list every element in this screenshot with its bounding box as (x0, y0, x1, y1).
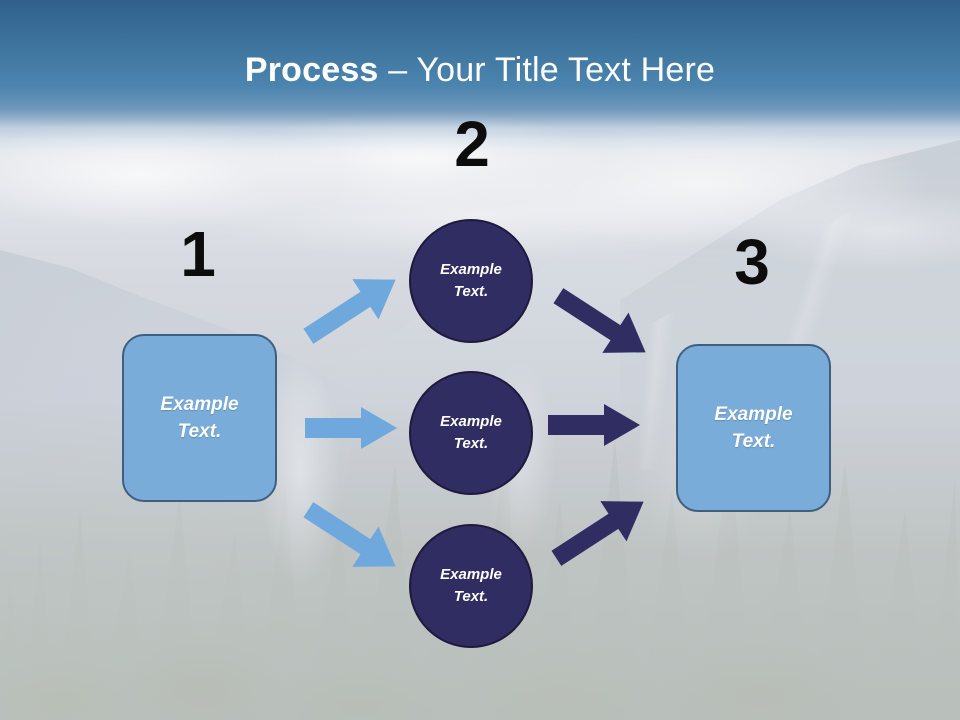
stage-2-circle-middle-line1: Example (440, 413, 502, 430)
page-title-bold: Process (244, 51, 379, 89)
stage-2-circle-top-line1: Example (440, 261, 502, 278)
stage-1-box-line1: Example (160, 394, 239, 415)
page-title: Process – Your Title Text Here (0, 50, 960, 90)
stage-2-circle-bottom-line2: Text. (453, 588, 489, 605)
stage-2-circle-bottom-text: Example Text. (440, 564, 502, 608)
stage-2-circle-middle[interactable]: Example Text. (409, 371, 533, 495)
page-title-rest: – Your Title Text Here (378, 51, 716, 89)
stage-3-box-line1: Example (714, 404, 793, 425)
arrow-right-dark-icon (546, 402, 642, 448)
stage-2-circle-top[interactable]: Example Text. (409, 219, 533, 343)
arrow-down-right-dark-icon (546, 288, 658, 360)
stage-3-box-line2: Text. (731, 431, 776, 452)
stage-1-box-text: Example Text. (160, 391, 238, 445)
stage-3-box-text: Example Text. (714, 401, 792, 455)
arrow-down-right-light-icon (296, 502, 408, 574)
step-number-2: 2 (454, 108, 490, 180)
arrow-right-light-icon (303, 405, 399, 451)
step-number-1: 1 (180, 218, 216, 290)
stage-2-circle-bottom[interactable]: Example Text. (409, 524, 533, 648)
arrow-up-right-dark-icon (544, 494, 656, 566)
stage-1-box-line2: Text. (177, 421, 222, 442)
arrow-up-right-light-icon (296, 272, 408, 344)
stage-2-circle-top-text: Example Text. (440, 259, 502, 303)
stage-2-circle-middle-line2: Text. (453, 435, 489, 452)
stage-2-circle-bottom-line1: Example (440, 566, 502, 583)
stage-1-box[interactable]: Example Text. (122, 334, 277, 502)
step-number-3: 3 (734, 226, 770, 298)
stage-2-circle-middle-text: Example Text. (440, 411, 502, 455)
stage-3-box[interactable]: Example Text. (676, 344, 831, 512)
stage-2-circle-top-line2: Text. (453, 283, 489, 300)
